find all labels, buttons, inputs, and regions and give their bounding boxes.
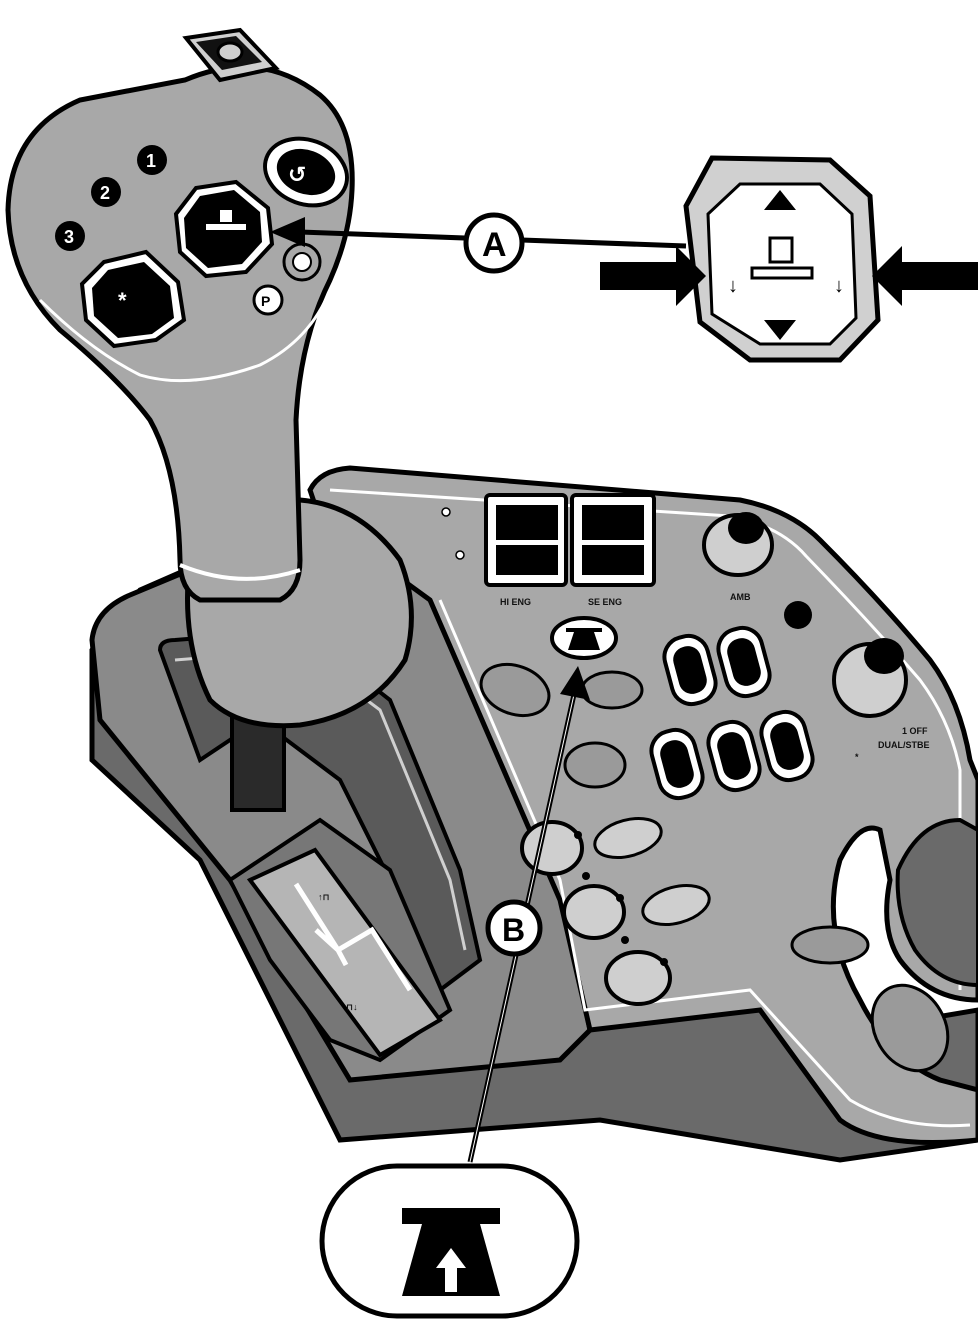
detail-header-icon-top: [768, 236, 794, 264]
armrest-cutout: [895, 817, 978, 988]
detail-left-arrow-icon: ↓: [728, 275, 738, 297]
resume-icon: ↺: [288, 162, 306, 187]
led-3: [616, 894, 624, 902]
callout-b-label: B: [502, 912, 525, 948]
recess-1: [479, 662, 551, 718]
button-concave-inner: [717, 732, 751, 780]
recess-3: [563, 741, 627, 789]
round-button-black[interactable]: [784, 601, 812, 629]
gear-pattern-path: [293, 882, 413, 992]
header-tilt-icon-top: [220, 210, 232, 222]
recess-2: [580, 670, 644, 710]
rocker-switch-right-top: [582, 505, 644, 540]
membrane-buttons: [649, 625, 815, 801]
control-panel-inner-border-lower: [438, 599, 971, 1128]
reel-speed-switch-face: [92, 262, 174, 338]
shortcut-button-center: [292, 252, 312, 272]
callout-a-label: A: [482, 226, 507, 264]
upper-knob-cap[interactable]: [728, 512, 764, 544]
button-reel-inner: [727, 638, 761, 686]
detail-down-arrow-icon: [764, 320, 796, 340]
button-header-up-inner: [673, 646, 707, 694]
detail-right-arrow-icon: ↓: [834, 275, 844, 297]
knobs: AMB 1 OFF DUAL/STBE *: [702, 512, 930, 762]
callout-b-circle: [485, 899, 543, 957]
detail-header-icon-bar: [750, 266, 814, 280]
detail-switch-a-face: [706, 182, 858, 346]
led-2: [582, 872, 590, 880]
rocker-switches: HI ENG SE ENG: [441, 493, 656, 607]
callout-b: B: [319, 666, 590, 1319]
press-arrow-right-icon: [872, 246, 978, 306]
joystick-grip-highlight: [38, 289, 332, 383]
led-5: [660, 958, 668, 966]
button-rotor-inner: [770, 722, 804, 770]
preset-button-2-label: 2: [100, 183, 110, 203]
p-button[interactable]: [252, 284, 284, 316]
preset-button-3[interactable]: [55, 221, 85, 251]
lower-knob-label-mode: DUAL/STBE: [878, 740, 930, 750]
joystick-top-switch-eye: [216, 41, 244, 63]
turtle-button[interactable]: [604, 950, 672, 1006]
rocker-switch-left-bottom: [496, 545, 558, 575]
highway-button-small[interactable]: [550, 616, 618, 660]
gear-up-icon: ↑⊓: [318, 892, 330, 902]
preset-button-3-label: 3: [64, 227, 74, 247]
highway-arrow-icon: [436, 1248, 466, 1292]
callout-b-arrowhead: [560, 666, 590, 700]
rocker-switch-left-top: [496, 505, 558, 540]
button-fan-inner: [660, 740, 694, 788]
snowflake-icon: *: [855, 752, 859, 762]
callout-a-circle: [463, 212, 525, 274]
control-panel: [307, 465, 978, 1145]
gear-pattern-plate: [246, 847, 443, 1058]
preset-button-1-label: 1: [146, 151, 156, 171]
reel-icon: *: [118, 288, 127, 313]
field-speed-button[interactable]: [638, 879, 713, 931]
gear-down-icon: ⊓↓: [346, 1002, 358, 1012]
rocker-right-label: SE ENG: [588, 597, 622, 607]
control-panel-inner-border: [329, 488, 962, 990]
range-button-1[interactable]: [520, 820, 584, 876]
press-arrow-left-icon: [600, 246, 706, 306]
callout-a-arrowhead: [270, 217, 305, 247]
indicator-dot-2: [455, 550, 465, 560]
p-button-icon: P: [261, 293, 270, 309]
detail-up-arrow-icon: [764, 190, 796, 210]
header-tilt-icon: [206, 224, 246, 230]
callout-a: A ↓ ↓: [270, 155, 978, 363]
led-4: [621, 936, 629, 944]
resume-switch-face: [276, 148, 336, 196]
lower-knob-label-off: 1 OFF: [902, 726, 928, 736]
recess-4: [790, 925, 870, 965]
led-1: [574, 831, 582, 839]
joystick: 1 2 3 ↺ * P: [5, 27, 414, 812]
recess-5: [870, 983, 950, 1073]
rocker-switch-right-bottom: [582, 545, 644, 575]
upper-knob-label: AMB: [730, 592, 751, 602]
road-speed-button[interactable]: [590, 812, 665, 864]
range-button-2[interactable]: [562, 884, 626, 940]
joystick-neck-band: [179, 563, 301, 581]
lower-knob-cap[interactable]: [864, 638, 904, 674]
indicator-dot-1: [441, 507, 451, 517]
preset-button-1[interactable]: [137, 145, 167, 175]
rocker-left-label: HI ENG: [500, 597, 531, 607]
preset-button-2[interactable]: [91, 177, 121, 207]
highway-icon-small: [566, 628, 602, 650]
panel-recesses: [479, 662, 950, 1073]
